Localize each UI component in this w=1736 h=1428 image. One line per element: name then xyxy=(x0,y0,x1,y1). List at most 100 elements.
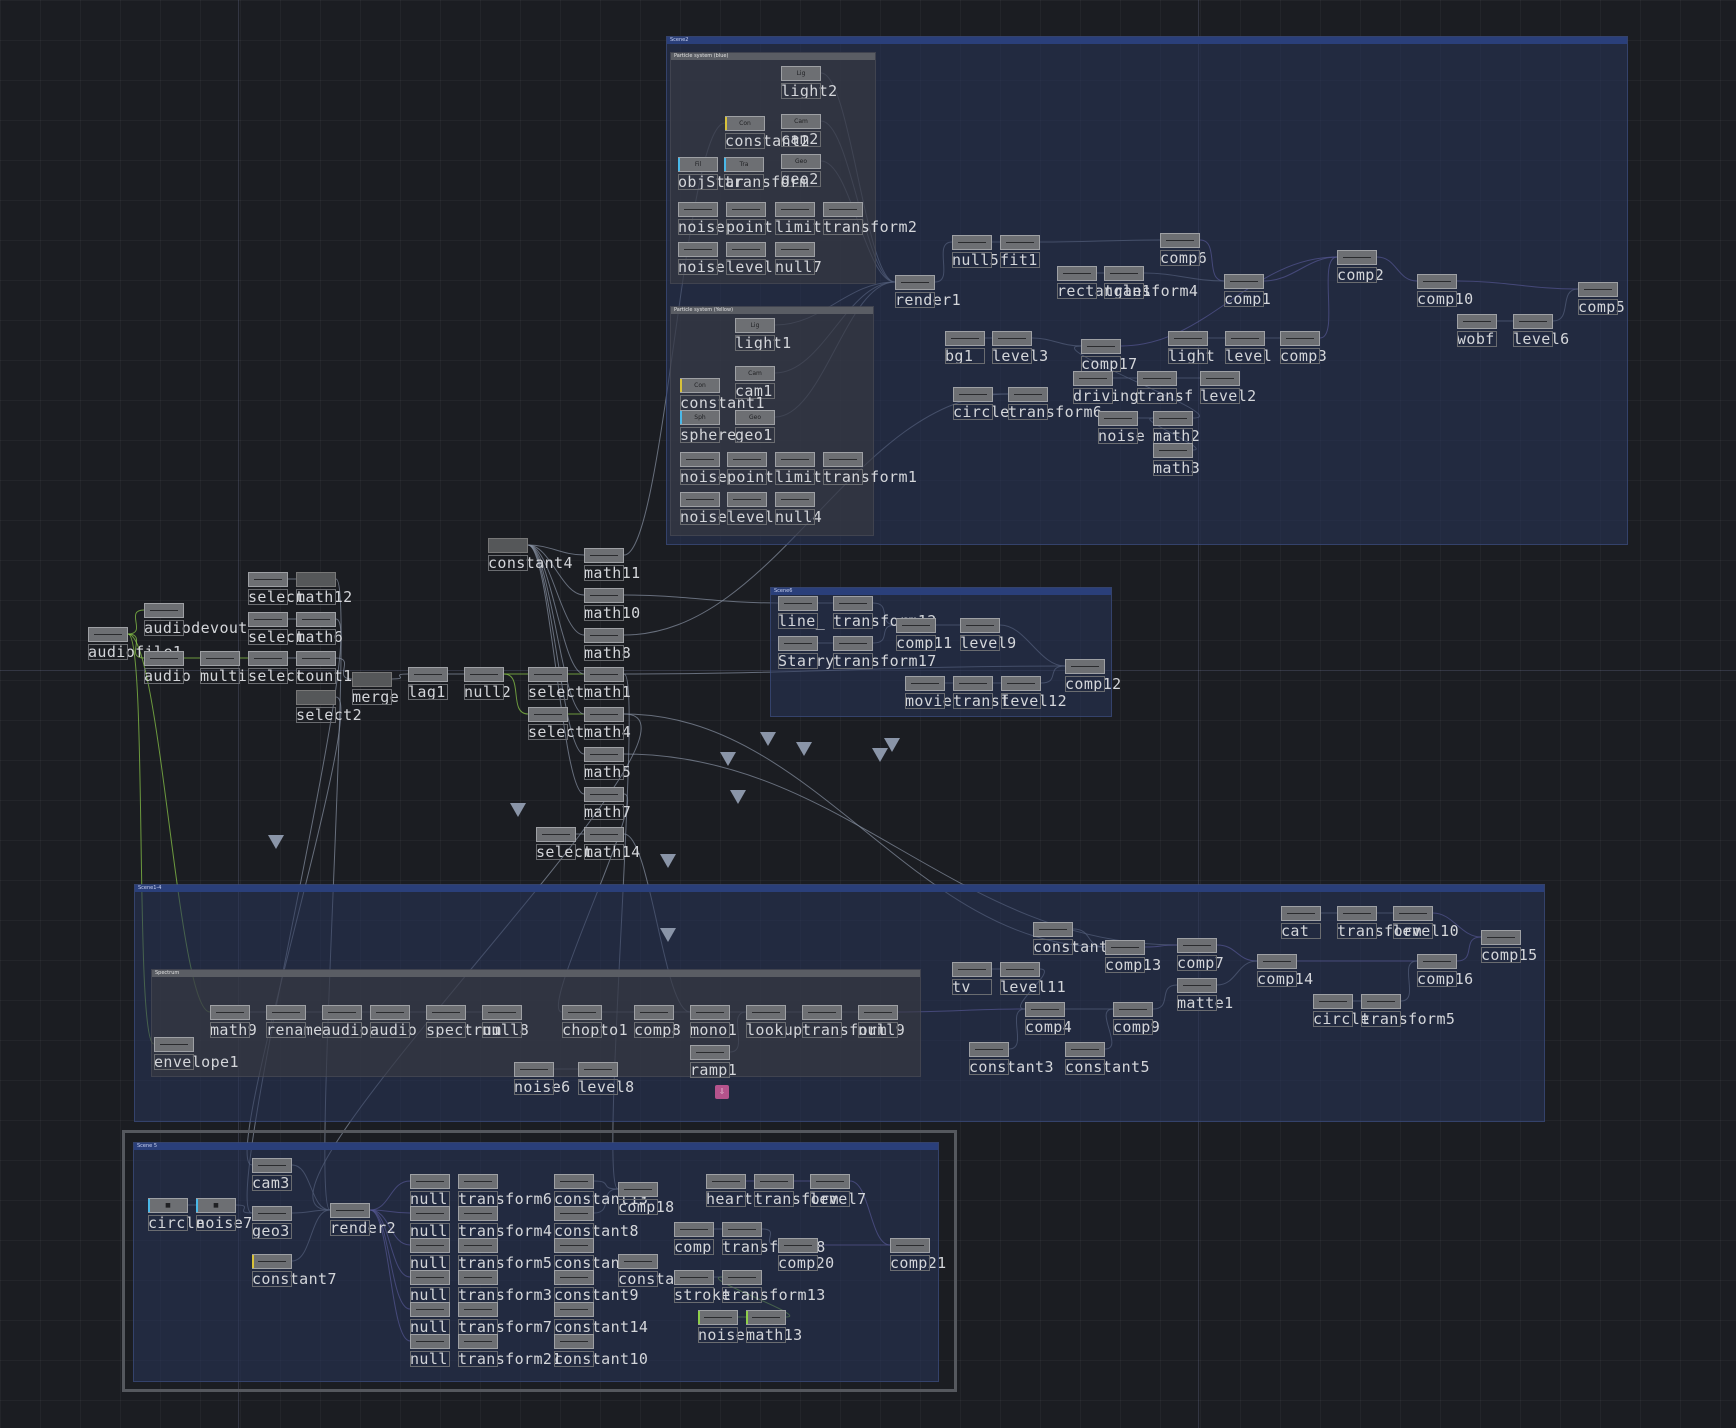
node-label[interactable]: transform4 xyxy=(458,1222,553,1240)
node-label[interactable]: math9 xyxy=(210,1021,258,1039)
node-label[interactable]: geo3 xyxy=(252,1222,292,1240)
node-comp_x[interactable]: comp xyxy=(674,1222,714,1255)
node-thumbnail[interactable] xyxy=(200,651,240,666)
node-thumbnail[interactable] xyxy=(1177,978,1217,993)
node-noise_b[interactable]: noise xyxy=(678,242,725,275)
node-thumbnail[interactable] xyxy=(370,1005,410,1020)
network-group-scene6[interactable]: Scene6 xyxy=(770,587,1112,717)
node-select_top[interactable]: select xyxy=(248,572,304,605)
node-comp1[interactable]: comp1 xyxy=(1224,274,1271,307)
node-label[interactable]: geo2 xyxy=(781,170,821,188)
node-null5[interactable]: null5 xyxy=(952,235,999,268)
node-label[interactable]: math4 xyxy=(584,723,632,741)
node-thumbnail[interactable] xyxy=(1280,331,1320,346)
node-thumbnail[interactable] xyxy=(426,1005,466,1020)
node-comp9[interactable]: comp9 xyxy=(1113,1002,1160,1035)
node-thumbnail[interactable] xyxy=(858,1005,898,1020)
node-label[interactable]: matte1 xyxy=(1177,994,1234,1012)
node-audiodevout[interactable]: audiodevout xyxy=(144,603,247,636)
node-level11[interactable]: level11 xyxy=(1000,962,1066,995)
node-noise7[interactable]: ■noise7 xyxy=(196,1198,252,1231)
node-line_[interactable]: line_ xyxy=(778,596,825,629)
node-math9[interactable]: math9 xyxy=(210,1005,257,1038)
node-label[interactable]: transform6 xyxy=(458,1190,553,1208)
node-label[interactable]: noise xyxy=(1098,427,1146,445)
node-thumbnail[interactable] xyxy=(1361,994,1401,1009)
node-thumbnail[interactable] xyxy=(144,603,184,618)
node-thumbnail[interactable]: Geo xyxy=(735,410,775,425)
node-circle_c[interactable]: circle xyxy=(1313,994,1369,1027)
node-constant10[interactable]: constant10 xyxy=(554,1334,648,1367)
node-movie[interactable]: movie xyxy=(905,676,952,709)
node-thumbnail[interactable] xyxy=(775,202,815,217)
node-thumbnail[interactable] xyxy=(1224,274,1264,289)
node-rectangle1[interactable]: rectangle1 xyxy=(1057,266,1151,299)
node-thumbnail[interactable] xyxy=(1200,371,1240,386)
node-label[interactable]: math10 xyxy=(584,604,641,622)
node-null_r5[interactable]: null xyxy=(410,1302,450,1335)
node-cam3[interactable]: cam3 xyxy=(252,1158,292,1191)
node-label[interactable]: circle xyxy=(148,1214,205,1232)
node-limit_a[interactable]: limit xyxy=(775,202,822,235)
node-level2[interactable]: level2 xyxy=(1200,371,1256,404)
node-transform_r6[interactable]: transform21 xyxy=(458,1334,561,1367)
node-thumbnail[interactable] xyxy=(778,596,818,611)
node-label[interactable]: transform xyxy=(1337,922,1422,940)
node-thumbnail[interactable] xyxy=(1025,1002,1065,1017)
node-transform6[interactable]: transform6 xyxy=(1008,387,1102,420)
node-label[interactable]: select xyxy=(528,683,585,701)
node-thumbnail[interactable] xyxy=(410,1334,450,1349)
node-comp11[interactable]: comp11 xyxy=(896,618,952,651)
node-thumbnail[interactable] xyxy=(1113,1002,1153,1017)
node-thumbnail[interactable] xyxy=(746,1310,786,1325)
node-label[interactable]: comp6 xyxy=(1160,249,1208,267)
node-comp18[interactable]: comp18 xyxy=(618,1182,674,1215)
node-thumbnail[interactable] xyxy=(410,1174,450,1189)
node-label[interactable]: comp15 xyxy=(1481,946,1538,964)
node-render1[interactable]: render1 xyxy=(895,275,961,308)
node-label[interactable]: level7 xyxy=(810,1190,867,1208)
node-thumbnail[interactable] xyxy=(514,1062,554,1077)
node-label[interactable]: driving xyxy=(1073,387,1140,405)
node-label[interactable]: mono1 xyxy=(690,1021,738,1039)
node-thumbnail[interactable] xyxy=(296,612,336,627)
node-comp3[interactable]: comp3 xyxy=(1280,331,1327,364)
node-multi[interactable]: multi xyxy=(200,651,247,684)
node-thumbnail[interactable]: Con xyxy=(725,116,765,131)
node-label[interactable]: math3 xyxy=(1153,459,1201,477)
node-comp12[interactable]: comp12 xyxy=(1065,659,1121,692)
node-label[interactable]: level6 xyxy=(1513,330,1570,348)
node-select_c[interactable]: select xyxy=(528,667,584,700)
node-label[interactable]: comp12 xyxy=(1065,675,1122,693)
node-thumbnail[interactable] xyxy=(1104,266,1144,281)
node-label[interactable]: comp2 xyxy=(1337,266,1385,284)
node-label[interactable]: null xyxy=(410,1222,450,1240)
node-thumbnail[interactable] xyxy=(890,1238,930,1253)
node-Starry[interactable]: Starry xyxy=(778,636,834,669)
node-thumbnail[interactable] xyxy=(775,492,815,507)
node-label[interactable]: math7 xyxy=(584,803,632,821)
node-thumbnail[interactable]: Cam xyxy=(735,366,775,381)
node-label[interactable]: transform xyxy=(724,173,809,191)
node-null_r6[interactable]: null xyxy=(410,1334,450,1367)
node-thumbnail[interactable] xyxy=(584,747,624,762)
node-thumbnail[interactable] xyxy=(1081,339,1121,354)
node-thumbnail[interactable] xyxy=(252,1158,292,1173)
node-thumbnail[interactable] xyxy=(1225,331,1265,346)
node-label[interactable]: merge xyxy=(352,688,400,706)
node-thumbnail[interactable] xyxy=(678,242,718,257)
node-label[interactable]: select xyxy=(248,628,305,646)
node-thumbnail[interactable] xyxy=(674,1222,714,1237)
node-label[interactable]: comp3 xyxy=(1280,347,1328,365)
node-thumbnail[interactable] xyxy=(1578,282,1618,297)
node-thumbnail[interactable] xyxy=(352,672,392,687)
node-label[interactable]: render1 xyxy=(895,291,962,309)
node-comp2[interactable]: comp2 xyxy=(1337,250,1384,283)
node-chopto1[interactable]: chopto1 xyxy=(562,1005,628,1038)
node-thumbnail[interactable] xyxy=(680,492,720,507)
node-thumbnail[interactable] xyxy=(833,636,873,651)
node-math8[interactable]: math8 xyxy=(584,628,631,661)
